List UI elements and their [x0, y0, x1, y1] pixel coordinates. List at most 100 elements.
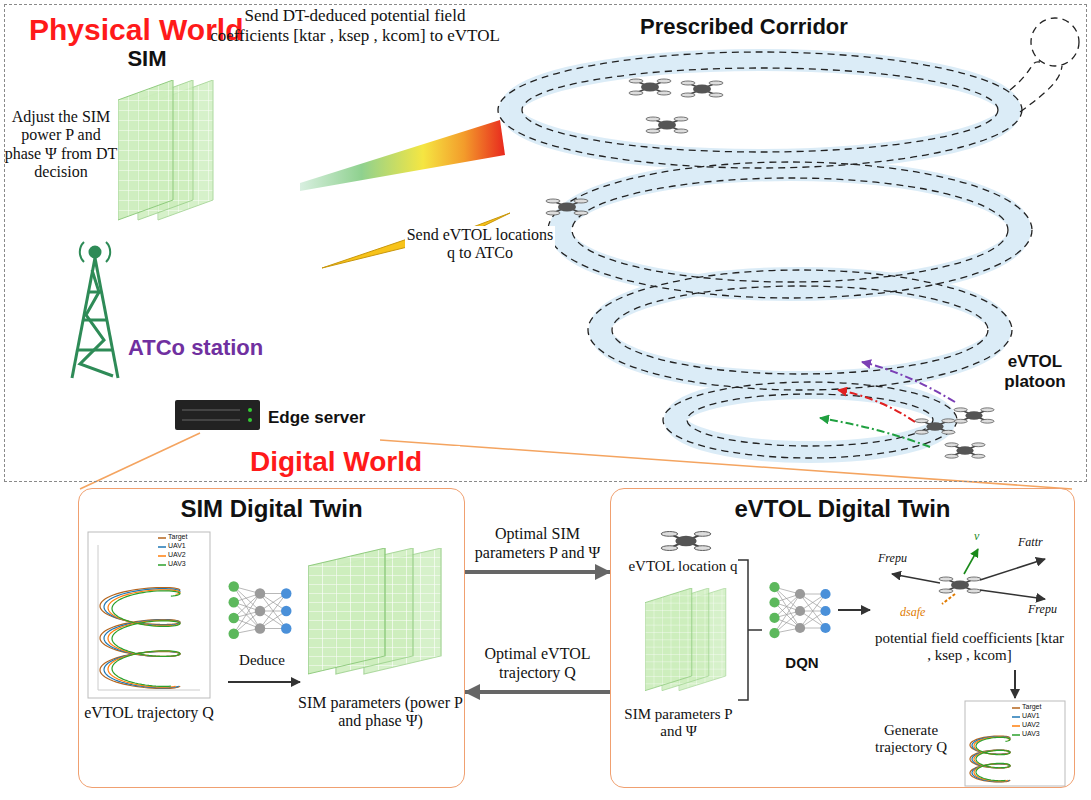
evtol-icon	[646, 117, 688, 133]
corridor	[687, 394, 933, 446]
generate-arrow	[1014, 670, 1016, 698]
dqn-arrow	[838, 609, 870, 611]
figure-caption: eVTOL location q	[618, 558, 748, 575]
input-bracket	[738, 560, 762, 700]
neural-net-icon	[769, 582, 830, 638]
plot-legend-entry: UAV2	[168, 551, 208, 559]
edge-label: Optimal eVTOL trajectory Q	[467, 645, 609, 682]
trajectory-plot	[1012, 707, 1020, 709]
trajectory-plot	[108, 590, 180, 687]
figure-caption: Generate trajectory Q	[862, 722, 960, 757]
atco-tower	[72, 242, 118, 378]
platoon-path	[820, 418, 930, 447]
plot-legend-entry: UAV2	[1022, 721, 1062, 729]
plot-legend-entry: UAV3	[1022, 730, 1062, 738]
edge-server	[175, 400, 260, 430]
trajectory-plot	[965, 701, 1065, 786]
plot-legend-entry: UAV1	[168, 542, 208, 550]
force-diagram	[964, 549, 978, 574]
trajectory-plot	[88, 532, 210, 698]
trajectory-plot	[1012, 734, 1020, 736]
trajectory-plot	[98, 690, 200, 691]
force-diagram	[892, 574, 940, 583]
link-annotation: Send DT-deduced potential field coeffici…	[205, 6, 505, 45]
atco-tower	[95, 258, 118, 378]
corridor	[510, 60, 1010, 160]
corridor	[1010, 62, 1040, 90]
corridor	[588, 270, 1012, 390]
trajectory-plot	[970, 736, 1010, 782]
sim-surface	[645, 588, 726, 691]
force-diagram	[980, 559, 1045, 580]
group-label: eVTOL platoon	[985, 352, 1085, 391]
edge-server	[175, 400, 260, 430]
trajectory-plot	[112, 591, 180, 687]
edge-server	[182, 410, 240, 411]
figure-caption: SIM parameters (power P and phase Ψ)	[298, 694, 463, 731]
evtol-icon	[546, 79, 994, 458]
sim-surface	[118, 80, 213, 220]
trajectory-plot	[976, 737, 1010, 780]
plot-legend-entry: UAV3	[168, 560, 208, 568]
sim-surface	[308, 548, 441, 674]
corridor	[600, 278, 1000, 382]
force-diagram	[939, 577, 981, 593]
force-diagram	[980, 590, 1045, 599]
step-label: Deduce	[222, 652, 302, 669]
corridor	[548, 162, 1032, 298]
zoom-line	[80, 433, 200, 489]
atco-tower	[106, 242, 110, 262]
corridor	[1020, 66, 1062, 112]
corridor	[498, 52, 1022, 168]
device-label: Edge server	[268, 408, 378, 428]
trajectory-plot	[88, 532, 210, 698]
figure-caption: potential field coefficients [ktar , kse…	[872, 630, 1067, 665]
trajectory-plot	[1012, 708, 1020, 735]
corridor	[612, 286, 988, 374]
platoon-path	[820, 362, 955, 447]
corridor	[522, 68, 998, 152]
trajectory-plot	[158, 538, 166, 565]
region-label: Prescribed Corridor	[640, 14, 890, 39]
plot-legend-entry: Target	[1022, 703, 1062, 711]
trajectory-plot	[158, 537, 166, 539]
plot-legend-entry: UAV1	[1022, 712, 1062, 720]
device-label: SIM	[112, 46, 182, 71]
atco-tower	[78, 349, 112, 352]
trajectory-plot	[104, 589, 180, 688]
evtol-icon	[945, 443, 985, 458]
edge-server	[248, 418, 252, 422]
link-annotation: Send eVTOL locations q to ATCo	[405, 226, 555, 263]
corridor	[572, 178, 1008, 282]
force-diagram	[892, 549, 1045, 604]
station-label: ATCo station	[128, 335, 298, 360]
velocity-label: v	[974, 530, 988, 544]
corridor	[675, 388, 945, 452]
atco-tower	[80, 242, 84, 262]
plot-legend-entry: Target	[168, 533, 208, 541]
corridor	[663, 382, 957, 458]
trajectory-plot	[974, 737, 1010, 781]
trajectory-plot	[1012, 716, 1020, 718]
evtol-icon	[954, 408, 994, 423]
atco-tower	[83, 319, 107, 322]
trajectory-plot	[965, 701, 1065, 786]
corridor	[510, 60, 1020, 452]
force-label: Frepu	[1028, 603, 1073, 617]
evtol-icon	[915, 419, 955, 434]
trajectory-plot	[158, 555, 166, 557]
corridor	[498, 18, 1079, 458]
downlink-beam	[300, 120, 505, 191]
atco-tower	[80, 270, 113, 376]
atco-tower	[90, 247, 100, 257]
edge-server	[182, 420, 240, 421]
trajectory-plot	[1012, 725, 1020, 727]
trajectory-plot	[972, 736, 1010, 781]
flow-arrow	[465, 570, 610, 574]
input-bracket	[738, 560, 748, 700]
force-diagram	[942, 594, 955, 604]
force-label: Frepu	[878, 552, 918, 566]
neural-net-icon	[229, 581, 292, 639]
trajectory-plot	[158, 564, 166, 566]
evtol-icon	[546, 199, 588, 215]
